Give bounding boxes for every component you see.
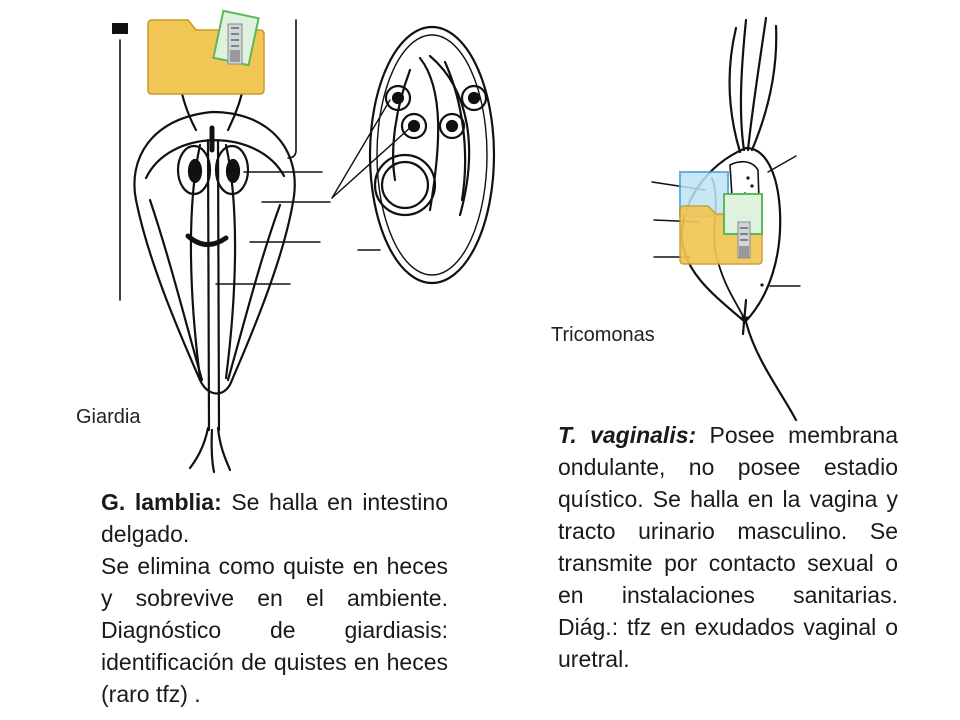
vaginalis-name: T. vaginalis: (558, 422, 697, 448)
lamblia-description: G. lamblia: Se halla en intestino delgad… (101, 486, 448, 710)
lamblia-line2: Se elimina como quiste en heces y sobrev… (101, 553, 448, 707)
lamblia-line1: Se halla en intestino delgado. (101, 489, 448, 547)
slide-marker (112, 23, 128, 34)
figure-label-giardia: Giardia (76, 406, 141, 428)
folder-zip-icon (147, 9, 265, 95)
vaginalis-text: Posee membrana ondulante, no posee estad… (558, 422, 898, 672)
vaginalis-description: T. vaginalis: Posee membrana ondulante, … (558, 419, 898, 675)
giardia-cyst-drawing (368, 25, 496, 285)
giardia-trophozoite-drawing (119, 19, 413, 474)
lamblia-name: G. lamblia: (101, 489, 222, 515)
folder-zip-icon (679, 171, 763, 265)
figure-label-tricomonas: Tricomonas (551, 324, 655, 346)
